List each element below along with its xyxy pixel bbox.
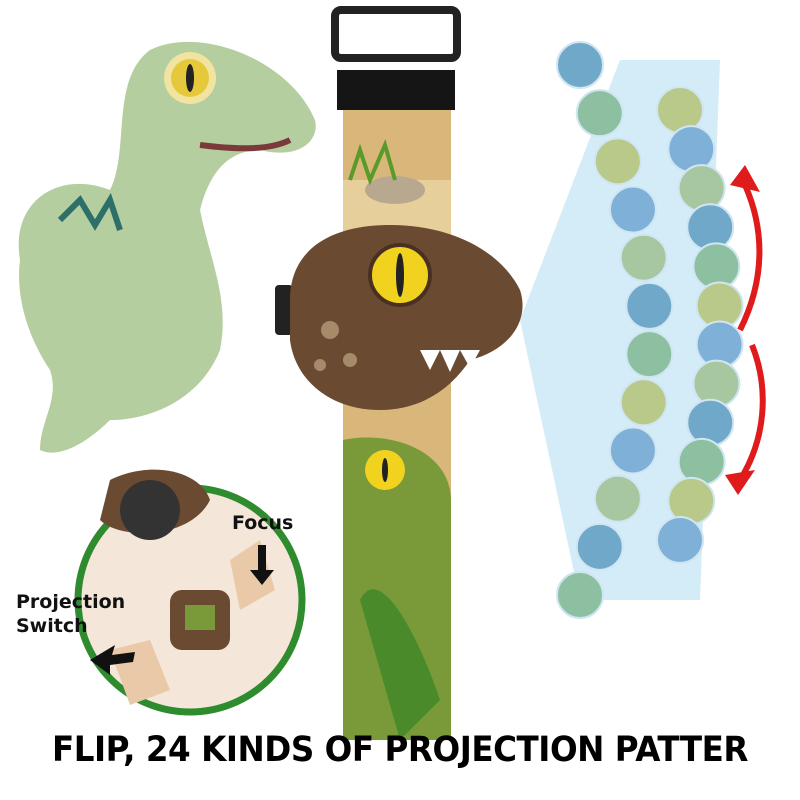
rotation-arrows [737, 183, 766, 482]
projection-pattern-disc [556, 571, 604, 619]
projection-pattern-disc [556, 41, 604, 89]
projection-pattern-disc [608, 185, 657, 234]
projection-pattern-disc [608, 426, 657, 475]
projection-pattern-disc [575, 89, 624, 138]
projection-patterns [556, 41, 744, 619]
arrow-up-icon [730, 165, 760, 192]
projection-pattern-disc [593, 474, 642, 523]
projection-pattern-disc [625, 281, 674, 330]
caption: FLIP, 24 KINDS OF PROJECTION PATTER [51, 730, 748, 770]
projection-switch-label: Projection Switch [16, 590, 125, 638]
projection-pattern-disc [656, 516, 704, 564]
projection-pattern-disc [686, 398, 735, 447]
projection-pattern-disc [575, 522, 624, 571]
projection-pattern-disc [677, 164, 726, 213]
projection-label-line2: Switch [16, 615, 88, 637]
switch-arrow-icon [90, 645, 135, 675]
arrow-down-icon [725, 470, 755, 495]
focus-label: Focus [232, 512, 294, 534]
raptor-figure [18, 41, 316, 453]
projection-pattern-disc [619, 233, 668, 282]
dino-head-projector [275, 225, 523, 410]
projection-label-line1: Projection [16, 591, 126, 613]
projection-pattern-disc [625, 330, 674, 379]
projection-pattern-disc [619, 378, 668, 427]
inset-detail [74, 469, 306, 716]
focus-arrow-icon [250, 545, 274, 585]
projection-pattern-disc [593, 137, 642, 186]
projection-beam [520, 60, 720, 600]
